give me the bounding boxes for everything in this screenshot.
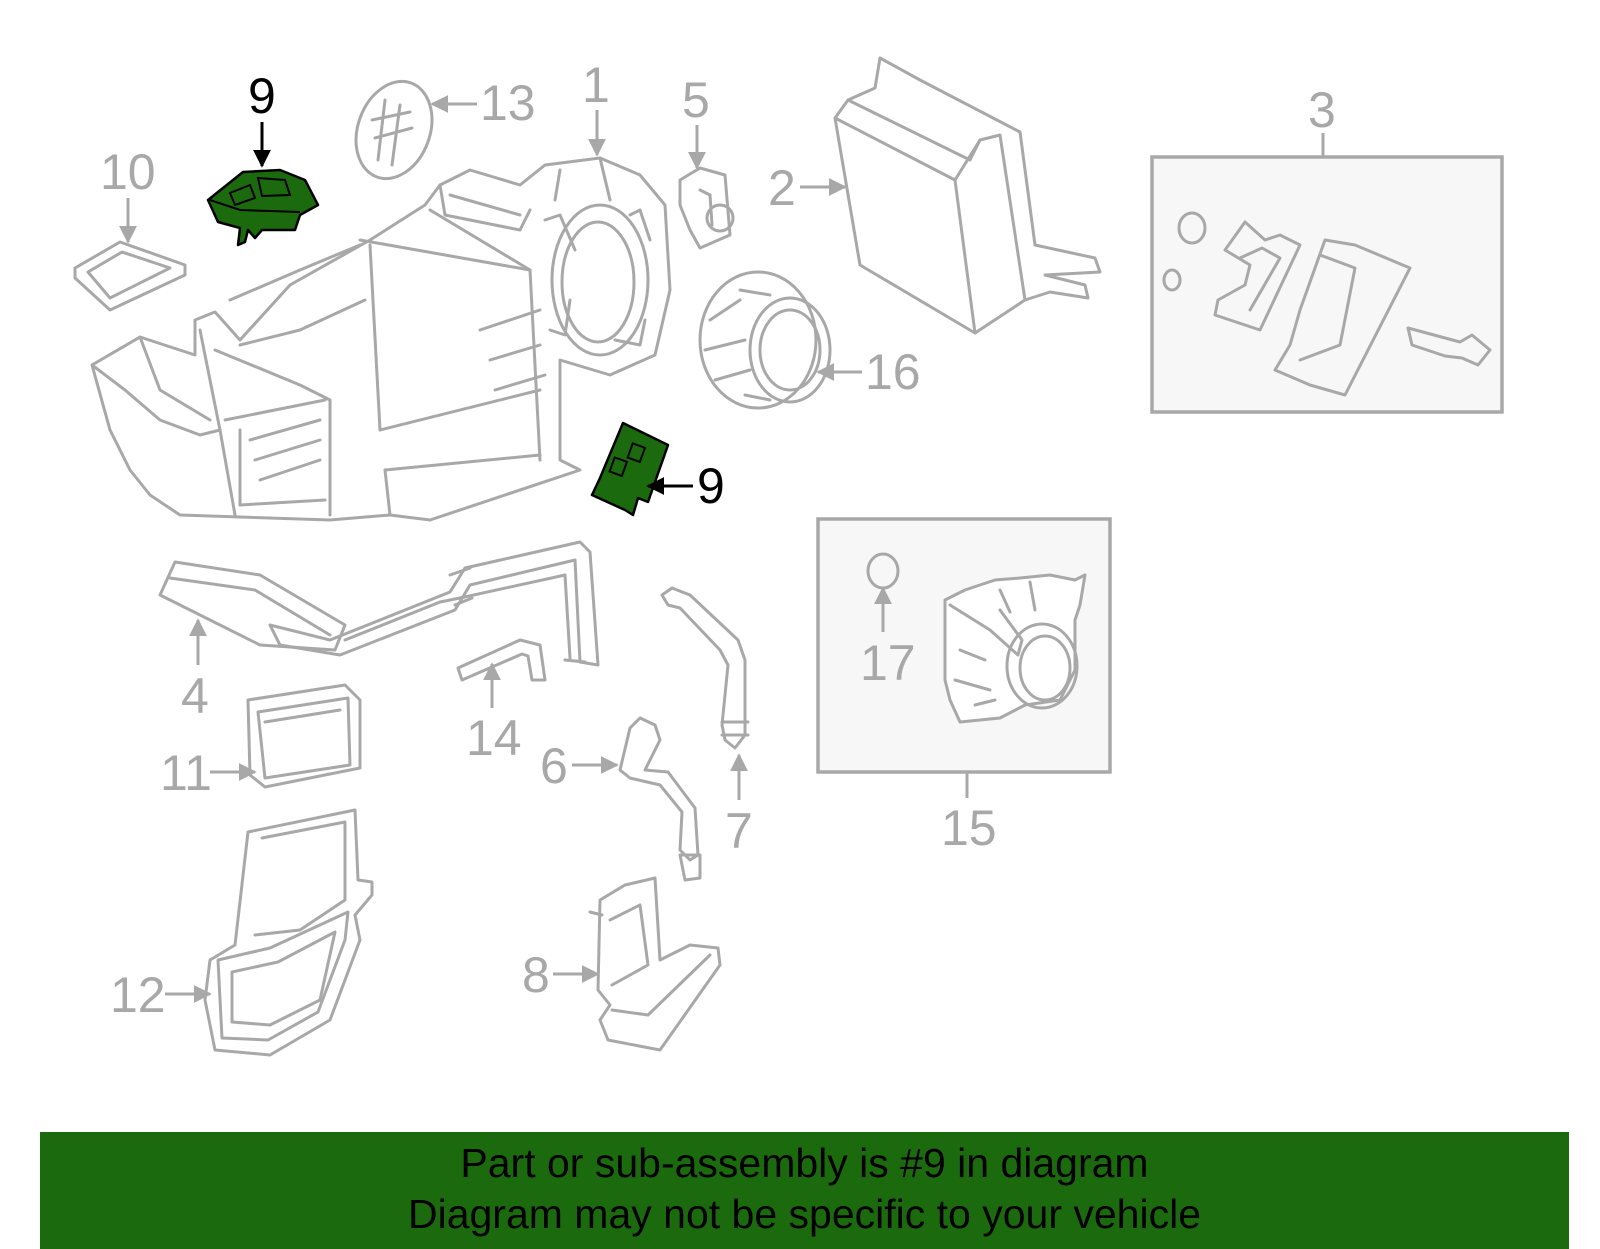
part-15-blower-motor-box xyxy=(816,517,1112,774)
callout-16: 16 xyxy=(865,344,921,400)
part-1-hvac-housing xyxy=(90,156,672,522)
callout-13: 13 xyxy=(480,75,536,131)
part-11-cabin-filter xyxy=(246,683,362,789)
part-14-hose xyxy=(456,638,547,682)
callout-9-top: 9 xyxy=(248,68,276,124)
callout-11: 11 xyxy=(160,745,212,801)
callout-1: 1 xyxy=(582,57,610,113)
part-6-sensor xyxy=(618,716,702,882)
part-2-evaporator-core xyxy=(833,56,1102,335)
part-10-gasket xyxy=(73,240,187,312)
part-8-duct xyxy=(588,876,722,1052)
part-16-blower-wheel xyxy=(698,270,832,410)
part-9-actuator-middle xyxy=(590,421,670,517)
banner-line-2: Diagram may not be specific to your vehi… xyxy=(407,1191,1201,1237)
callout-3: 3 xyxy=(1308,82,1336,138)
part-5-bracket xyxy=(678,166,735,250)
part-7-tube xyxy=(660,586,750,750)
part-13-seal xyxy=(354,79,434,181)
callout-15: 15 xyxy=(941,800,997,856)
callout-10: 10 xyxy=(100,144,156,200)
callout-arrows xyxy=(119,95,1325,1003)
part-12-duct xyxy=(203,808,374,1057)
callout-2: 2 xyxy=(768,160,796,216)
callout-8: 8 xyxy=(522,947,550,1003)
callout-5: 5 xyxy=(682,72,710,128)
info-banner: Part or sub-assembly is #9 in diagram Di… xyxy=(40,1132,1569,1249)
callout-9-middle: 9 xyxy=(697,458,725,514)
callout-labels: 1 2 3 4 5 6 7 8 9 9 10 11 12 13 14 15 16… xyxy=(100,57,1336,1023)
callout-7: 7 xyxy=(725,803,753,859)
callout-14: 14 xyxy=(466,710,522,766)
banner-line-1: Part or sub-assembly is #9 in diagram xyxy=(460,1140,1149,1186)
parts-diagram: 1 2 3 4 5 6 7 8 9 9 10 11 12 13 14 15 16… xyxy=(73,56,1504,1057)
callout-4: 4 xyxy=(181,668,209,724)
part-3-kit-box xyxy=(1150,155,1504,414)
part-4-heater-core xyxy=(158,540,600,667)
part-9-actuator-top xyxy=(206,168,320,247)
callout-12: 12 xyxy=(110,967,166,1023)
callout-17: 17 xyxy=(860,635,916,691)
callout-6: 6 xyxy=(540,738,568,794)
